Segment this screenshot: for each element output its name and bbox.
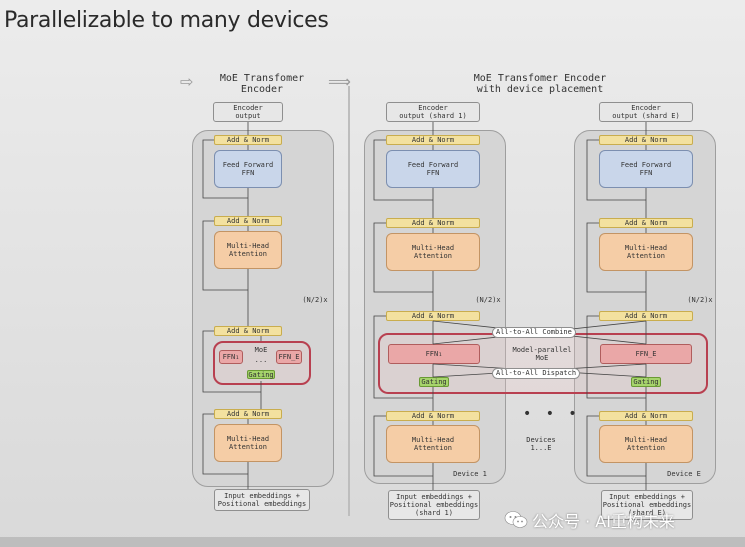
d1-mha-2-line2: Attention	[414, 444, 452, 452]
shardE-input-line2: Positional embeddings	[602, 501, 692, 509]
right-title-line2: with device placement	[476, 84, 604, 95]
shardE-input-line1: Input embeddings +	[609, 493, 685, 501]
model-parallel-line1: Model-parallel	[512, 346, 572, 354]
arrow-mid-decor-icon: ⟹	[328, 72, 351, 91]
d1-ffn-line2: FFN	[426, 169, 440, 177]
d1-add-norm-3: Add & Norm	[386, 311, 480, 321]
dE-mha-1-line1: Multi-Head	[624, 244, 668, 252]
shard1-input-line2: Positional embeddings	[389, 501, 479, 509]
dE-expert-ffnE: FFN_E	[600, 344, 692, 364]
left-input-embeddings: Input embeddings + Positional embeddings	[214, 489, 310, 511]
left-diagram-title: MoE Transfomer Encoder	[200, 73, 324, 95]
dE-add-norm-4: Add & Norm	[599, 411, 693, 421]
left-ffn-line2: FFN	[241, 169, 255, 177]
left-repeat-label: (N/2)x	[302, 296, 328, 304]
d1-add-norm-4: Add & Norm	[386, 411, 480, 421]
shardE-encoder-output: Encoder output (shard E)	[599, 102, 693, 122]
d1-mha-1-line1: Multi-Head	[411, 244, 455, 252]
left-expert-ffn1: FFN₁	[219, 350, 243, 364]
watermark: 公众号 · AI重构未来	[504, 508, 675, 532]
all-to-all-dispatch-label: All-to-All Dispatch	[492, 368, 581, 379]
arrow-left-decor-icon: ⇨	[180, 72, 194, 91]
devices-label: Devices 1...E	[516, 436, 566, 452]
dE-mha-box-2: Multi-Head Attention	[599, 425, 693, 463]
d1-add-norm-top: Add & Norm	[386, 135, 480, 145]
d1-mha-box-1: Multi-Head Attention	[386, 233, 480, 271]
left-mha-box-1: Multi-Head Attention	[214, 231, 282, 269]
dE-repeat-label: (N/2)x	[687, 296, 713, 304]
left-mha-2-line2: Attention	[229, 443, 267, 451]
shardE-output-line2: output (shard E)	[612, 112, 680, 120]
left-expert-ffnE: FFN_E	[276, 350, 302, 364]
wechat-logo-icon	[504, 510, 528, 530]
left-encoder-output-line2: output	[235, 112, 261, 120]
bottom-bar	[0, 537, 745, 547]
dE-mha-2-line1: Multi-Head	[624, 436, 668, 444]
left-add-norm-3: Add & Norm	[214, 326, 282, 336]
shard1-output-line1: Encoder	[418, 104, 448, 112]
dE-mha-2-line2: Attention	[627, 444, 665, 452]
all-to-all-combine-label: All-to-All Combine	[492, 327, 576, 338]
left-gating: Gating	[247, 370, 275, 379]
left-mha-box-2: Multi-Head Attention	[214, 424, 282, 462]
left-ffn-line1: Feed Forward	[222, 161, 274, 169]
dE-ffn-line2: FFN	[639, 169, 653, 177]
left-add-norm-2: Add & Norm	[214, 216, 282, 226]
devices-ellipsis: • • •	[523, 406, 582, 422]
model-parallel-label: Model-parallel MoE	[500, 346, 584, 362]
d1-gating: Gating	[419, 377, 449, 387]
left-mha-1-line1: Multi-Head	[226, 242, 270, 250]
watermark-text: 公众号 · AI重构未来	[532, 512, 675, 531]
d1-expert-ffn1: FFN₁	[388, 344, 480, 364]
d1-mha-box-2: Multi-Head Attention	[386, 425, 480, 463]
dE-gating: Gating	[631, 377, 661, 387]
left-mha-1-line2: Attention	[229, 250, 267, 258]
dE-add-norm-top: Add & Norm	[599, 135, 693, 145]
model-parallel-line2: MoE	[535, 354, 549, 362]
left-input-line2: Positional embeddings	[217, 500, 307, 508]
device1-label: Device 1	[453, 470, 487, 478]
left-moe-label: MoE	[254, 346, 268, 354]
shard1-encoder-output: Encoder output (shard 1)	[386, 102, 480, 122]
dE-add-norm-3: Add & Norm	[599, 311, 693, 321]
shardE-output-line1: Encoder	[631, 104, 661, 112]
shardE-input-embeddings: Input embeddings + Positional embeddings…	[601, 490, 693, 520]
devices-line2: 1...E	[530, 444, 552, 452]
left-add-norm-top: Add & Norm	[214, 135, 282, 145]
dE-mha-box-1: Multi-Head Attention	[599, 233, 693, 271]
left-title-line2: Encoder	[240, 84, 284, 95]
d1-ffn-box: Feed Forward FFN	[386, 150, 480, 188]
right-title-line1: MoE Transfomer Encoder	[473, 73, 607, 84]
deviceE-label: Device E	[667, 470, 701, 478]
dE-add-norm-2: Add & Norm	[599, 218, 693, 228]
shard1-input-embeddings: Input embeddings + Positional embeddings…	[388, 490, 480, 520]
left-mha-2-line1: Multi-Head	[226, 435, 270, 443]
left-expert-dots: ...	[254, 356, 268, 364]
section-divider	[348, 86, 350, 516]
shardE-input-line3: (shard E)	[628, 509, 666, 517]
left-ffn-box: Feed Forward FFN	[214, 150, 282, 188]
left-encoder-output: Encoder output	[213, 102, 283, 122]
d1-ffn-line1: Feed Forward	[407, 161, 459, 169]
shard1-input-line1: Input embeddings +	[396, 493, 472, 501]
shard1-input-line3: (shard 1)	[415, 509, 453, 517]
d1-mha-2-line1: Multi-Head	[411, 436, 455, 444]
left-title-line1: MoE Transfomer	[219, 73, 305, 84]
dE-ffn-box: Feed Forward FFN	[599, 150, 693, 188]
d1-mha-1-line2: Attention	[414, 252, 452, 260]
devices-line1: Devices	[526, 436, 556, 444]
shard1-output-line2: output (shard 1)	[399, 112, 467, 120]
right-diagram-title: MoE Transfomer Encoder with device place…	[450, 73, 630, 95]
left-input-line1: Input embeddings +	[224, 492, 300, 500]
d1-repeat-label: (N/2)x	[475, 296, 501, 304]
left-add-norm-4: Add & Norm	[214, 409, 282, 419]
dE-mha-1-line2: Attention	[627, 252, 665, 260]
d1-add-norm-2: Add & Norm	[386, 218, 480, 228]
dE-ffn-line1: Feed Forward	[620, 161, 672, 169]
slide-title: Parallelizable to many devices	[4, 8, 329, 33]
left-encoder-output-line1: Encoder	[233, 104, 263, 112]
